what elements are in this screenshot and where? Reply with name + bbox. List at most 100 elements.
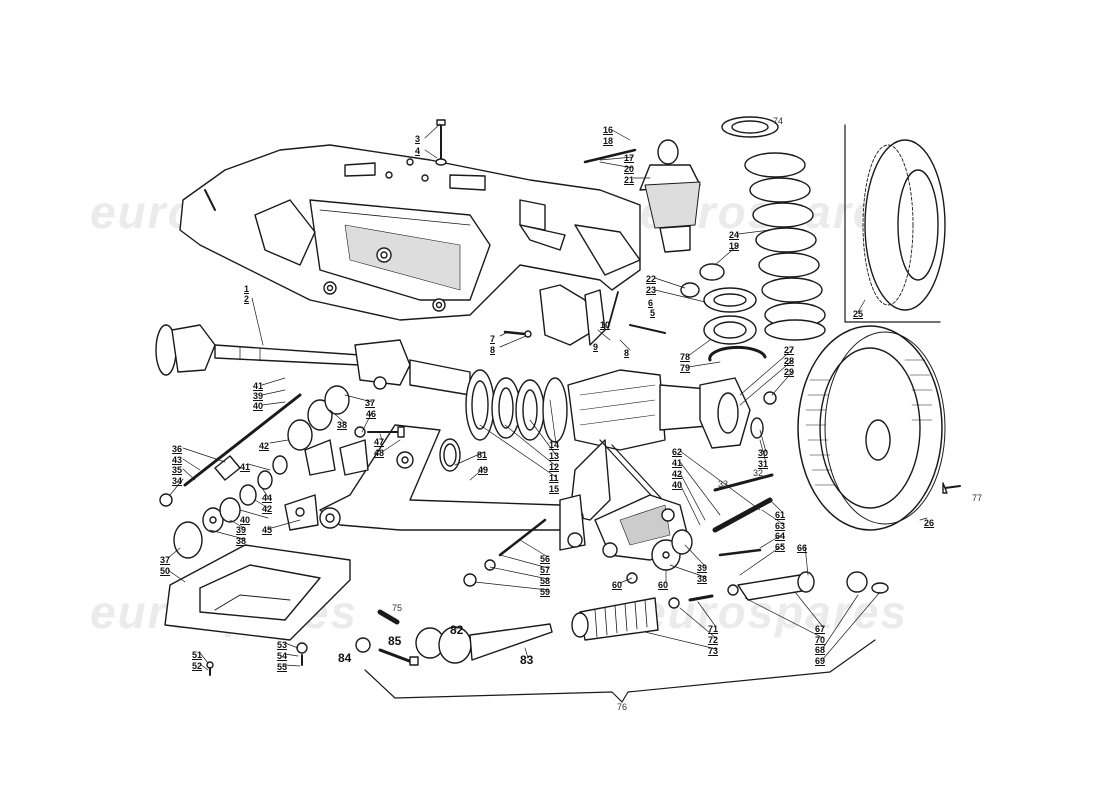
part-label-54: 54 [277, 651, 288, 661]
part-label-83: 83 [520, 653, 534, 667]
part-label-39: 39 [697, 563, 708, 573]
part-label-59: 59 [540, 587, 551, 597]
part-label-10: 10 [600, 320, 611, 330]
part-label-52: 52 [192, 661, 203, 671]
part-label-82: 82 [450, 623, 464, 637]
part-label-28: 28 [784, 356, 795, 366]
part-label-38: 38 [697, 574, 708, 584]
part-label-50: 50 [160, 566, 171, 576]
part-label-75: 75 [392, 603, 403, 613]
part-label-14: 14 [549, 440, 560, 450]
part-label-11: 11 [549, 473, 559, 483]
part-label-32: 32 [753, 468, 764, 478]
part-label-69: 69 [815, 656, 826, 666]
part-label-74: 74 [773, 116, 784, 126]
tire-panel [844, 124, 946, 323]
leader-lines [167, 123, 928, 671]
part-label-7: 7 [490, 334, 496, 344]
part-label-24: 24 [729, 230, 740, 240]
part-label-19: 19 [729, 241, 740, 251]
part-label-8: 8 [490, 345, 496, 355]
part-label-39: 39 [236, 525, 247, 535]
part-label-57: 57 [540, 565, 551, 575]
part-label-29: 29 [784, 367, 795, 377]
part-label-26: 26 [924, 518, 935, 528]
part-label-3: 3 [415, 134, 421, 144]
part-label-44: 44 [262, 493, 273, 503]
part-label-40: 40 [672, 480, 683, 490]
part-label-71: 71 [708, 624, 719, 634]
part-label-47: 47 [374, 437, 385, 447]
part-label-38: 38 [236, 536, 247, 546]
part-label-64: 64 [775, 531, 786, 541]
shock-absorber [583, 139, 767, 362]
part-label-4: 4 [415, 146, 421, 156]
part-label-23: 23 [646, 285, 657, 295]
drive-shaft [155, 324, 471, 396]
part-label-43: 43 [172, 455, 183, 465]
part-label-22: 22 [646, 274, 657, 284]
part-label-81: 81 [477, 450, 488, 460]
part-label-62: 62 [672, 447, 683, 457]
part-label-85: 85 [388, 634, 402, 648]
part-label-78: 78 [680, 352, 691, 362]
part-label-12: 12 [549, 462, 560, 472]
part-label-40: 40 [253, 401, 264, 411]
part-label-65: 65 [775, 542, 786, 552]
part-label-55: 55 [277, 662, 288, 672]
part-label-25: 25 [853, 309, 864, 319]
part-label-20: 20 [624, 164, 635, 174]
hub-carrier [566, 369, 777, 526]
part-label-46: 46 [366, 409, 377, 419]
part-label-27: 27 [784, 345, 795, 355]
part-label-53: 53 [277, 640, 288, 650]
part-label-42: 42 [672, 469, 683, 479]
part-label-63: 63 [775, 521, 786, 531]
special-tools [355, 609, 876, 703]
part-label-42: 42 [259, 441, 270, 451]
part-label-68: 68 [815, 645, 826, 655]
part-label-58: 58 [540, 576, 551, 586]
part-label-77: 77 [972, 493, 983, 503]
part-label-67: 67 [815, 624, 826, 634]
part-label-73: 73 [708, 646, 719, 656]
part-label-30: 30 [758, 448, 769, 458]
part-label-51: 51 [192, 650, 203, 660]
pivot-parts [159, 385, 405, 559]
subframe [179, 119, 641, 321]
part-label-84: 84 [338, 651, 352, 665]
base-plates [164, 544, 351, 676]
part-label-41: 41 [253, 381, 264, 391]
part-label-41: 41 [240, 462, 251, 472]
part-label-70: 70 [815, 635, 826, 645]
part-label-37: 37 [365, 398, 376, 408]
part-label-56: 56 [540, 554, 551, 564]
part-label-79: 79 [680, 363, 691, 373]
part-label-37: 37 [160, 555, 171, 565]
coil-spring [721, 116, 826, 341]
bracket [503, 284, 666, 346]
part-label-31: 31 [758, 459, 769, 469]
part-label-45: 45 [262, 525, 273, 535]
part-label-61: 61 [775, 510, 786, 520]
part-label-60: 60 [658, 580, 669, 590]
part-label-8: 8 [624, 348, 630, 358]
part-label-1: 1 [244, 284, 250, 294]
wheel [797, 325, 961, 531]
part-label-34: 34 [172, 476, 183, 486]
part-label-21: 21 [624, 175, 635, 185]
part-label-16: 16 [603, 125, 614, 135]
part-label-17: 17 [624, 153, 635, 163]
part-label-41: 41 [672, 458, 683, 468]
bearings [439, 369, 568, 472]
part-label-76: 76 [617, 702, 628, 712]
part-label-66: 66 [797, 543, 808, 553]
part-label-33: 33 [718, 479, 729, 489]
part-label-39: 39 [253, 391, 264, 401]
part-label-40: 40 [240, 515, 251, 525]
outer-links [463, 473, 889, 641]
part-label-72: 72 [708, 635, 719, 645]
part-label-35: 35 [172, 465, 183, 475]
